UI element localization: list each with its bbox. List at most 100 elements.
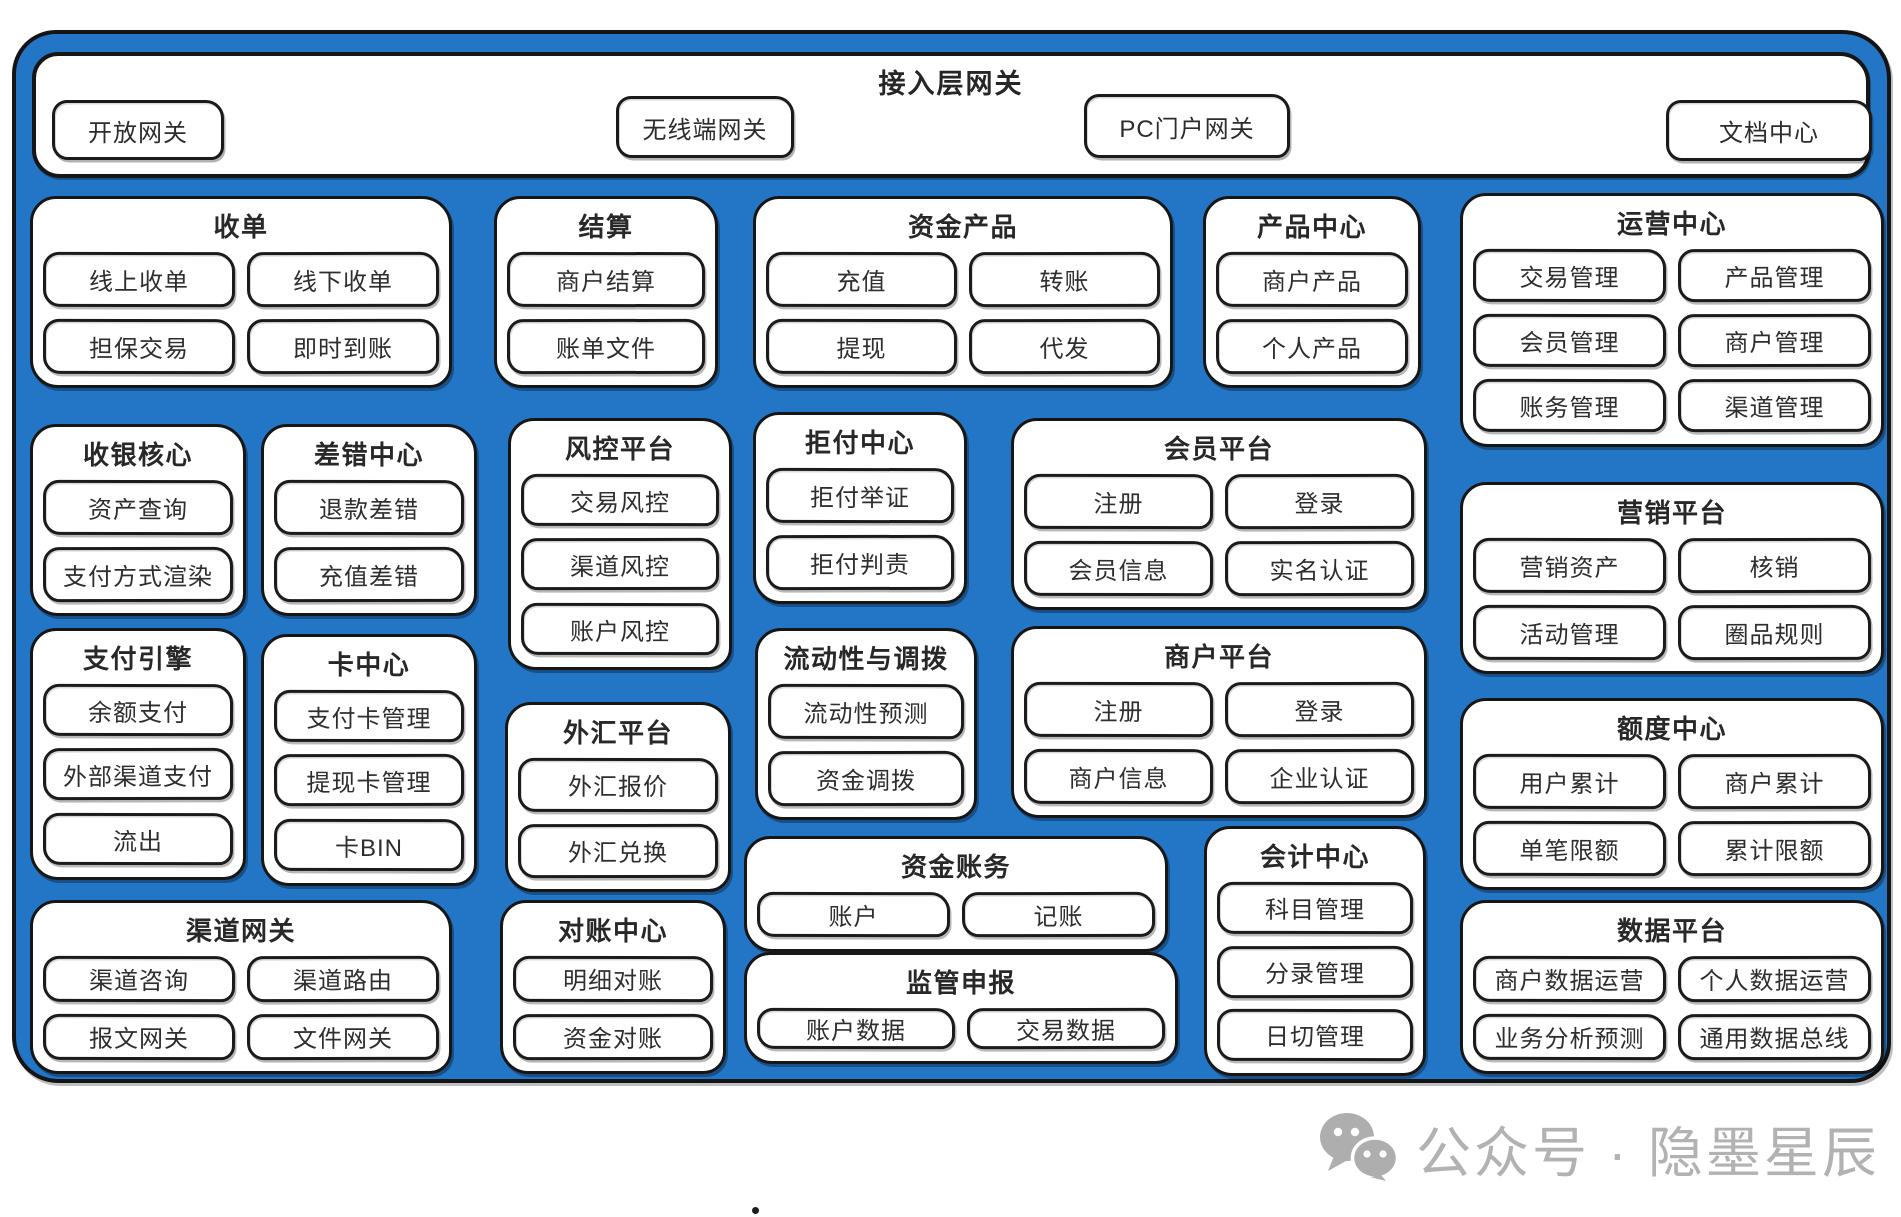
item-box: 线下收单 [246, 251, 440, 307]
item-box: 资金调拨 [767, 750, 965, 806]
item-box: 个人数据运营 [1677, 955, 1872, 1002]
item-box: 线上收单 [42, 251, 236, 307]
group-regulatory-reporting: 监管申报 账户数据 交易数据 [744, 952, 1178, 1064]
group-title: 数据平台 [1616, 916, 1727, 946]
item-box: 注册 [1023, 681, 1214, 737]
item-box: 圈品规则 [1677, 604, 1872, 660]
item-box: 流动性预测 [767, 683, 965, 739]
group-data-platform: 数据平台 商户数据运营 个人数据运营 业务分析预测 通用数据总线 [1460, 900, 1884, 1074]
item-box: 退款差错 [273, 479, 465, 535]
group-title: 风控平台 [564, 434, 675, 464]
watermark: 公众号 · 隐墨星辰 [1318, 1108, 1880, 1188]
group-reconciliation-center: 对账中心 明细对账 资金对账 [500, 900, 726, 1074]
item-box: 通用数据总线 [1677, 1013, 1872, 1060]
item-box: 充值 [765, 251, 958, 307]
group-title: 卡中心 [327, 650, 411, 680]
item-box: 拒付举证 [765, 467, 955, 523]
item-box: 余额支付 [42, 683, 234, 737]
item-box: 累计限额 [1677, 820, 1872, 876]
group-liquidity-allocation: 流动性与调拨 流动性预测 资金调拨 [755, 628, 977, 820]
group-title: 监管申报 [905, 968, 1016, 998]
item-box: 支付方式渲染 [42, 546, 234, 602]
item-box: 会员管理 [1472, 313, 1667, 368]
item-box: 报文网关 [42, 1013, 236, 1060]
group-product-center: 产品中心 商户产品 个人产品 [1203, 196, 1421, 388]
group-title: 结算 [578, 212, 634, 242]
group-title: 对账中心 [557, 916, 668, 946]
group-fund-products: 资金产品 充值 转账 提现 代发 [753, 196, 1173, 388]
group-title: 差错中心 [313, 440, 424, 470]
group-accounting-center: 会计中心 科目管理 分录管理 日切管理 [1204, 826, 1426, 1076]
group-settlement: 结算 商户结算 账单文件 [494, 196, 718, 388]
item-box: 商户数据运营 [1472, 955, 1667, 1002]
group-title: 产品中心 [1256, 212, 1367, 242]
item-box: 交易管理 [1472, 248, 1667, 303]
item-box: 营销资产 [1472, 537, 1667, 593]
item-box: 资金对账 [512, 1013, 714, 1060]
group-cashier-core: 收银核心 资产查询 支付方式渲染 [30, 424, 246, 616]
item-box: 登录 [1224, 473, 1415, 529]
item-box: 商户产品 [1215, 251, 1409, 307]
group-quota-center: 额度中心 用户累计 商户累计 单笔限额 累计限额 [1460, 698, 1884, 890]
group-fund-accounting: 资金账务 账户 记账 [744, 836, 1168, 952]
group-title: 运营中心 [1616, 209, 1727, 239]
item-box: 流出 [42, 812, 234, 866]
item-box: 单笔限额 [1472, 820, 1667, 876]
item-box: 担保交易 [42, 318, 236, 374]
item-box: 账户风控 [520, 602, 720, 656]
item-box: 企业认证 [1224, 748, 1415, 804]
item-box: 核销 [1677, 537, 1872, 593]
group-title: 拒付中心 [804, 428, 915, 458]
item-box: 交易数据 [966, 1007, 1166, 1050]
item-box: 账户数据 [756, 1007, 956, 1050]
item-box: 提现卡管理 [273, 754, 465, 807]
group-error-center: 差错中心 退款差错 充值差错 [261, 424, 477, 616]
group-title: 渠道网关 [185, 916, 296, 946]
access-layer-title: 接入层网关 [878, 69, 1024, 99]
item-box: 渠道路由 [246, 955, 440, 1002]
group-operations-center: 运营中心 交易管理 产品管理 会员管理 商户管理 账务管理 渠道管理 [1460, 193, 1884, 447]
item-box: 卡BIN [273, 818, 465, 872]
group-marketing-platform: 营销平台 营销资产 核销 活动管理 圈品规则 [1460, 482, 1884, 674]
group-title: 外汇平台 [562, 718, 673, 748]
group-title: 支付引擎 [82, 644, 193, 674]
group-title: 资金产品 [907, 212, 1018, 242]
item-box: 账单文件 [506, 318, 706, 374]
item-box: 用户累计 [1472, 753, 1667, 809]
group-card-center: 卡中心 支付卡管理 提现卡管理 卡BIN [261, 634, 477, 886]
group-title: 收银核心 [82, 440, 193, 470]
item-box: 个人产品 [1215, 318, 1409, 374]
item-box: 商户累计 [1677, 753, 1872, 809]
access-layer-gateway-bar: 接入层网关 开放网关 无线端网关 PC门户网关 文档中心 [32, 52, 1872, 178]
item-box: 账务管理 [1472, 378, 1667, 433]
item-box: 日切管理 [1216, 1009, 1414, 1062]
item-box: 支付卡管理 [273, 689, 465, 743]
item-box: 实名认证 [1224, 540, 1415, 596]
doc-center-box: 文档中心 [1666, 100, 1872, 161]
item-box: 渠道咨询 [42, 955, 236, 1002]
item-box: 外部渠道支付 [42, 748, 234, 801]
group-risk-platform: 风控平台 交易风控 渠道风控 账户风控 [508, 418, 732, 670]
group-title: 额度中心 [1616, 714, 1727, 744]
ink-dot [752, 1207, 759, 1214]
item-box: 资产查询 [42, 479, 234, 535]
item-box: 拒付判责 [765, 534, 955, 590]
item-box: 外汇兑换 [517, 823, 719, 878]
item-box: 渠道管理 [1677, 378, 1872, 433]
item-box: 记账 [961, 891, 1156, 938]
group-title: 商户平台 [1163, 642, 1274, 672]
item-box: 商户结算 [506, 251, 706, 307]
open-gateway-box: 开放网关 [52, 100, 224, 160]
item-box: 即时到账 [246, 318, 440, 374]
group-acquiring: 收单 线上收单 线下收单 担保交易 即时到账 [30, 196, 452, 388]
group-title: 收单 [213, 212, 269, 242]
item-box: 注册 [1023, 473, 1214, 529]
item-box: 科目管理 [1216, 881, 1414, 934]
group-channel-gateway: 渠道网关 渠道咨询 渠道路由 报文网关 文件网关 [30, 900, 452, 1074]
item-box: 渠道风控 [520, 538, 720, 591]
item-box: 产品管理 [1677, 248, 1872, 303]
item-box: 明细对账 [512, 955, 714, 1002]
item-box: 代发 [968, 318, 1161, 374]
item-box: 分录管理 [1216, 945, 1414, 998]
